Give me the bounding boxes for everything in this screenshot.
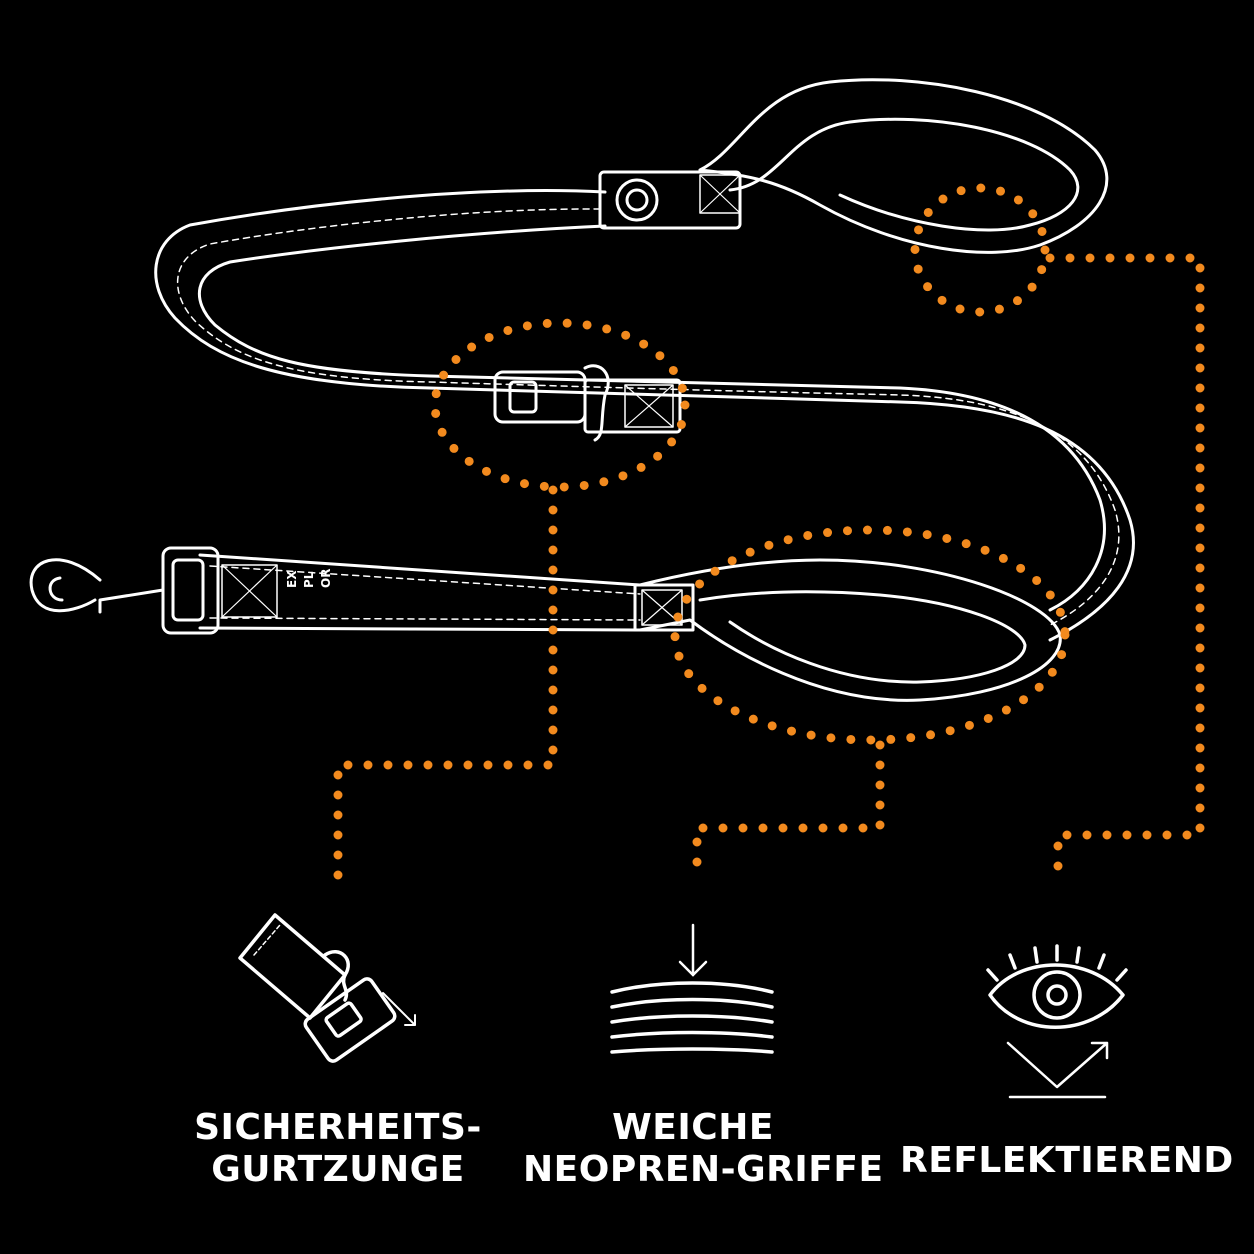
callout-circle-reflective <box>910 183 1050 317</box>
brand-text-line: EX <box>285 570 299 588</box>
neoprene-padding-icon <box>610 923 774 1054</box>
leash-stitching <box>176 208 1120 626</box>
lower-band-top <box>198 553 642 587</box>
lower-band-bottom <box>198 626 642 632</box>
connector-grip <box>692 740 885 885</box>
callout-circle-grip <box>670 525 1070 745</box>
leash-outer-edge <box>154 189 1135 642</box>
connector-reflective <box>1045 253 1205 890</box>
snap-hook-icon <box>29 558 165 614</box>
callouts <box>333 183 1205 890</box>
lower-stitch-box <box>221 564 278 618</box>
feature-label-line: GURTZUNGE <box>211 1149 465 1190</box>
feature-label-line: NEOPREN-GRIFFE <box>523 1149 884 1190</box>
handle-ring <box>615 178 659 222</box>
feature-label-line: WEICHE <box>612 1107 774 1148</box>
lower-handle-patch <box>633 583 695 632</box>
handle-loop-top <box>698 78 1109 254</box>
mid-buckle-strap <box>583 378 682 434</box>
feature-label-reflective: REFLEKTIEREND <box>900 1140 1234 1182</box>
feature-label-line: SICHERHEITS- <box>194 1107 482 1148</box>
seatbelt-tongue-icon <box>238 913 416 1063</box>
brand-text: EX PL OR <box>285 569 333 588</box>
brand-text-line: OR <box>319 569 333 588</box>
lower-band-stitch <box>209 565 641 621</box>
callout-circle-seatbelt <box>430 318 690 492</box>
connector-seatbelt <box>333 485 558 885</box>
reflective-eye-icon <box>986 944 1128 1099</box>
handle-loop-top-inner <box>728 117 1080 232</box>
handle-loop-bottom <box>638 558 1062 702</box>
handle-connector-patch <box>598 170 742 230</box>
leash-illustration <box>29 78 1135 702</box>
leash-inner-edge <box>198 224 1106 612</box>
brand-text-line: PL <box>302 571 316 588</box>
feature-label-seatbelt: SICHERHEITS- GURTZUNGE <box>188 1107 488 1191</box>
handle-stitch-box <box>699 174 741 214</box>
feature-label-neoprene: WEICHE NEOPREN-GRIFFE <box>523 1107 884 1191</box>
feature-label-line: REFLEKTIEREND <box>900 1140 1234 1181</box>
